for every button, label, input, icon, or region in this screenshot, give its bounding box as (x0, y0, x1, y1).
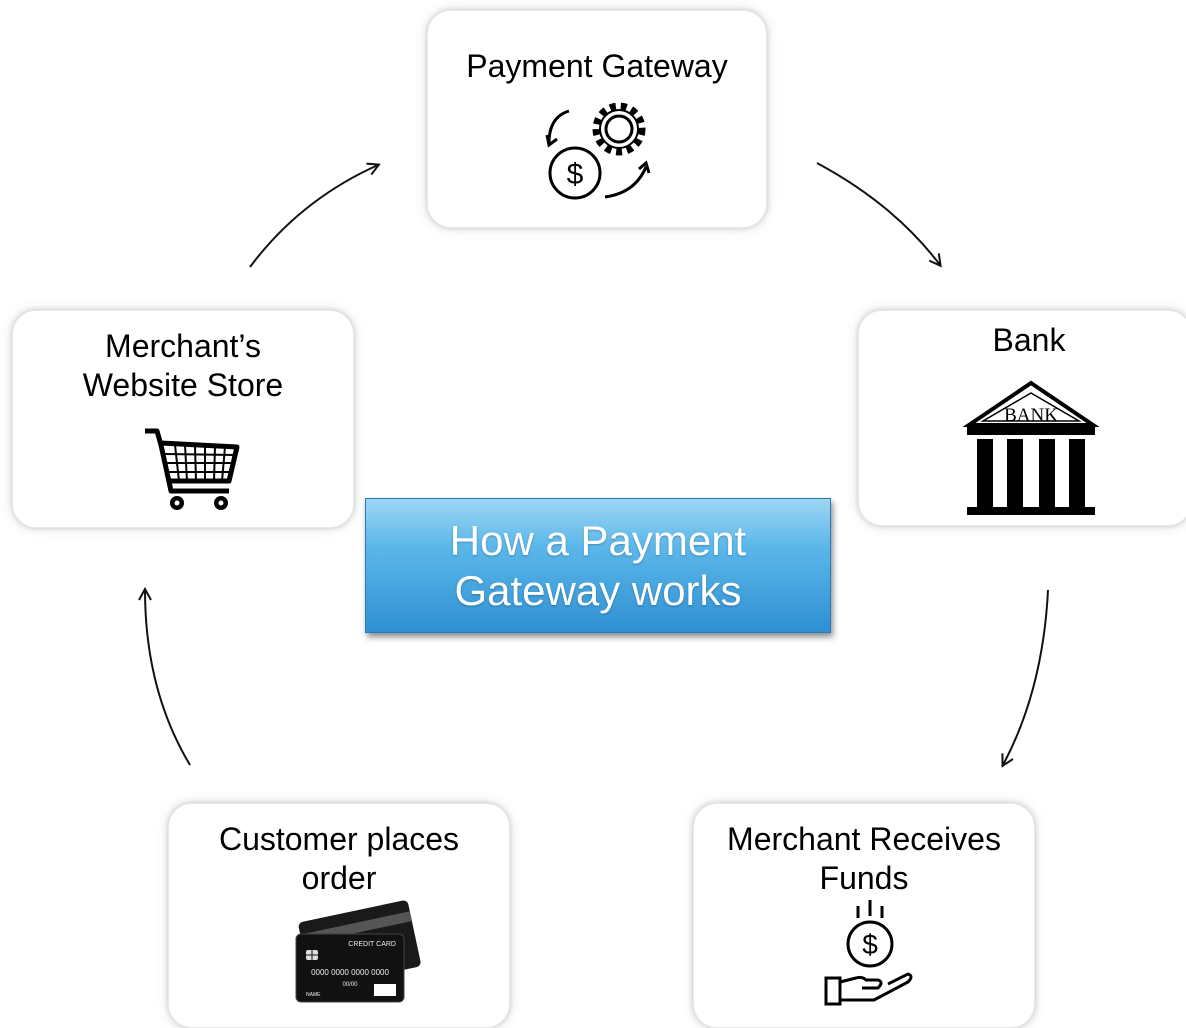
card-number-text: 0000 0000 0000 0000 (311, 968, 389, 977)
card-name-text: NAME (306, 992, 321, 998)
diagram-title: How a Payment Gateway works (449, 516, 747, 614)
shopping-cart-icon (145, 428, 240, 510)
node-merchant-website-store: Merchant’s Website Store (12, 310, 354, 528)
svg-text:$: $ (862, 929, 878, 960)
bank-sign-text: BANK (1004, 405, 1058, 426)
arrow-gateway-to-bank (816, 162, 940, 265)
bank-building-icon: BANK (963, 380, 1099, 515)
node-merchant-store-label: Merchant’s Website Store (82, 328, 284, 403)
hand-dollar-icon: $ (824, 900, 913, 1006)
svg-text:$: $ (567, 158, 584, 191)
arrow-order-to-store (145, 590, 191, 766)
node-merchant-receives-label: Merchant Receives Funds (727, 821, 1001, 896)
node-payment-gateway-label: Payment Gateway (466, 48, 728, 84)
arrow-store-to-gateway (249, 165, 378, 268)
node-payment-gateway: Payment Gateway $ (427, 10, 767, 228)
node-bank: Bank BANK (858, 310, 1186, 526)
center-title-box: How a Payment Gateway works (365, 498, 831, 633)
node-bank-label: Bank (992, 322, 1066, 358)
node-merchant-receives-funds: Merchant Receives Funds $ (693, 803, 1035, 1028)
arrow-bank-to-funds (1003, 589, 1049, 765)
payment-gateway-icon: $ (545, 102, 651, 200)
node-customer-places-order: Customer places order CREDIT CARD 0000 0… (168, 803, 510, 1028)
credit-card-icon: CREDIT CARD 0000 0000 0000 0000 00/00 NA… (295, 900, 421, 1003)
card-brand-text: CREDIT CARD (348, 941, 396, 948)
node-customer-order-label: Customer places order (218, 821, 460, 896)
card-expiry-text: 00/00 (342, 982, 358, 988)
